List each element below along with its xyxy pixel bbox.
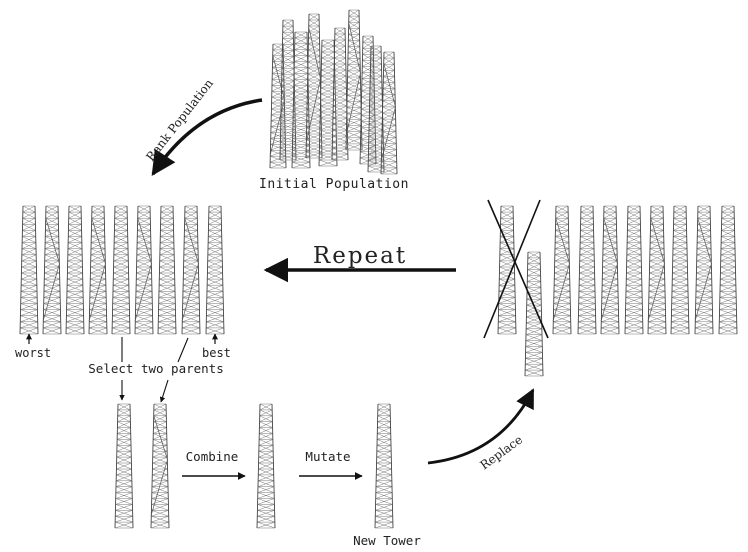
- select-arrow-right: [159, 379, 169, 403]
- ranked-tower: [88, 205, 108, 335]
- best-label: best: [202, 346, 231, 360]
- initial-population-label: Initial Population: [259, 177, 409, 192]
- replace-label: Replace: [478, 433, 526, 473]
- ranked-tower: [42, 205, 62, 335]
- mutate-label: Mutate: [305, 449, 350, 464]
- discarded-tower: [497, 205, 517, 335]
- combined-tower: [256, 403, 276, 529]
- rank-population-arrow: [151, 98, 263, 177]
- initial-population-tower: [345, 9, 363, 151]
- population-tower: [624, 205, 644, 335]
- parent-tower: [150, 403, 170, 529]
- ranked-tower: [134, 205, 154, 335]
- worst-label: worst: [15, 346, 51, 360]
- population-tower: [552, 205, 572, 335]
- cross-out-line: [483, 199, 541, 339]
- combine-label: Combine: [186, 449, 239, 464]
- initial-population-tower: [269, 43, 287, 169]
- ranked-tower: [181, 205, 201, 335]
- select-two-parents-label: Select two parents: [88, 361, 223, 376]
- ranked-tower: [157, 205, 177, 335]
- population-tower: [718, 205, 738, 335]
- inserted-tower: [524, 251, 544, 377]
- parent-tower: [114, 403, 134, 529]
- ranked-tower: [205, 205, 225, 335]
- population-tower: [647, 205, 667, 335]
- new-tower-label: New Tower: [353, 533, 421, 548]
- ranked-tower: [111, 205, 131, 335]
- population-tower: [694, 205, 714, 335]
- population-tower: [670, 205, 690, 335]
- initial-population-tower: [279, 19, 297, 161]
- population-tower: [577, 205, 597, 335]
- tower-layer: [19, 9, 738, 529]
- initial-population-tower: [380, 51, 398, 175]
- replace-arrow: [427, 388, 535, 465]
- initial-population-tower: [331, 27, 349, 161]
- cross-out-line: [487, 199, 549, 339]
- new-tower: [374, 403, 394, 529]
- ranked-tower: [65, 205, 85, 335]
- repeat-label: Repeat: [313, 243, 407, 269]
- ranked-tower: [19, 205, 39, 335]
- population-tower: [600, 205, 620, 335]
- select-line-right: [177, 337, 189, 363]
- initial-population-tower: [291, 31, 311, 169]
